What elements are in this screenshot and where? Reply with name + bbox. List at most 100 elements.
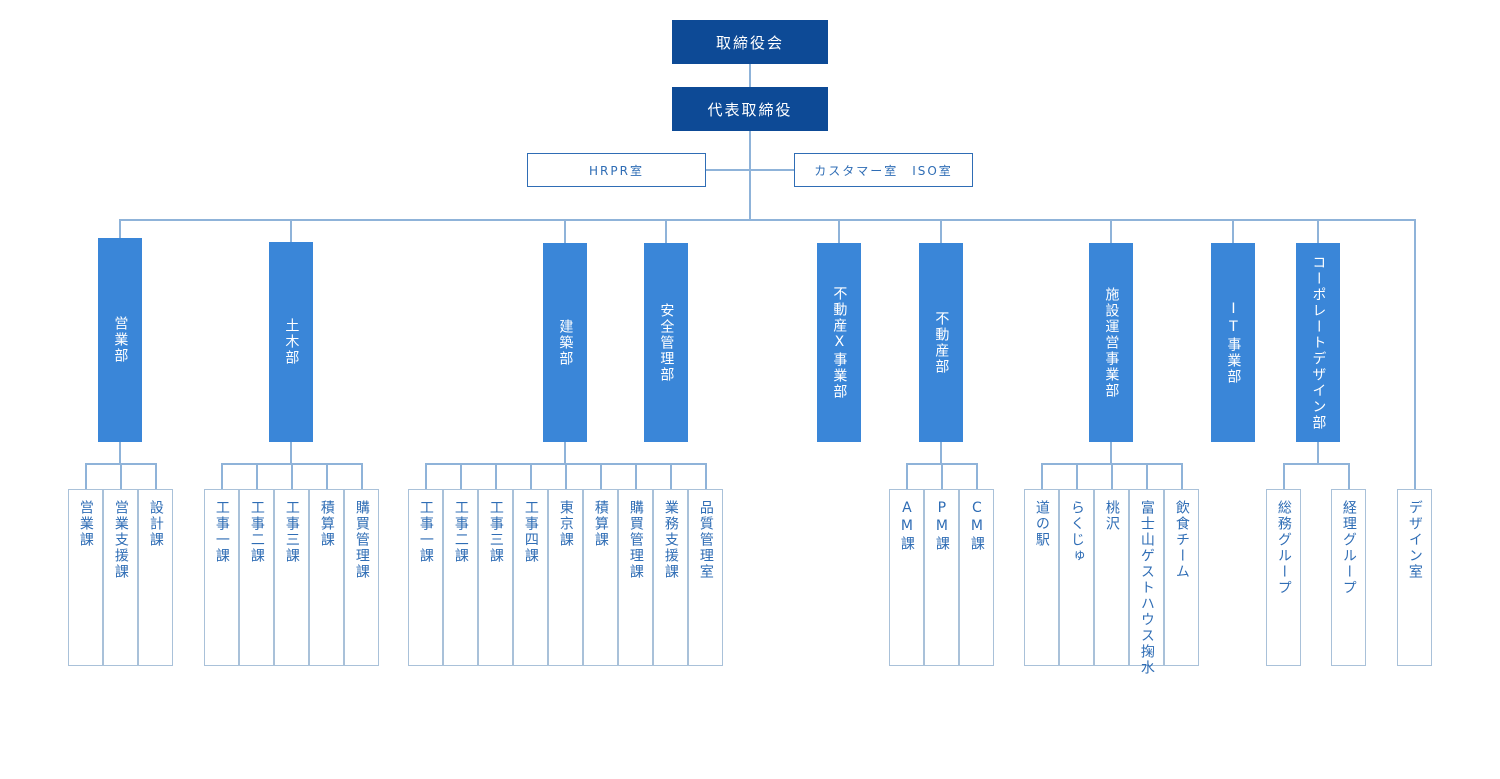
section-box: 営業支援課 bbox=[103, 489, 138, 666]
section-box: 東京課 bbox=[548, 489, 583, 666]
department-box: 安全管理部 bbox=[644, 243, 688, 442]
connector-dept bbox=[290, 219, 292, 242]
connector-dept-sections bbox=[940, 442, 942, 463]
board-box: 取締役会 bbox=[672, 20, 828, 64]
section-box: PM課 bbox=[924, 489, 959, 666]
label: 桃沢 bbox=[1103, 500, 1120, 532]
section-box: 工事二課 bbox=[239, 489, 274, 666]
department-box: IT事業部 bbox=[1211, 243, 1255, 442]
label: 富士山ゲストハウス掬水 bbox=[1138, 500, 1155, 676]
label: 工事一課 bbox=[213, 500, 230, 564]
label: CM課 bbox=[968, 500, 985, 552]
label: 経理グループ bbox=[1340, 500, 1357, 596]
connector-staff bbox=[706, 169, 794, 171]
section-box: 工事四課 bbox=[513, 489, 548, 666]
connector-section bbox=[940, 463, 943, 489]
label: 安全管理部 bbox=[658, 302, 675, 383]
label: IT事業部 bbox=[1225, 300, 1242, 385]
connector-dept bbox=[119, 219, 121, 238]
label: 工事四課 bbox=[522, 500, 539, 564]
connector-section bbox=[1282, 463, 1285, 489]
connector-dept bbox=[665, 219, 667, 243]
department-box: 不動産部 bbox=[919, 243, 963, 442]
section-box: 業務支援課 bbox=[653, 489, 688, 666]
label: 工事三課 bbox=[283, 500, 300, 564]
label: 工事三課 bbox=[487, 500, 504, 564]
connector-dept-sections bbox=[564, 442, 566, 463]
connector-board-president bbox=[749, 64, 751, 87]
label: 飲食チーム bbox=[1173, 500, 1190, 580]
connector-dept bbox=[1110, 219, 1112, 243]
connector-section bbox=[704, 463, 707, 489]
staff-box-customer-iso: カスタマー室 ISO室 bbox=[794, 153, 973, 187]
department-box: 営業部 bbox=[98, 238, 142, 442]
section-box: 積算課 bbox=[309, 489, 344, 666]
label: 工事二課 bbox=[248, 500, 265, 564]
connector-section bbox=[84, 463, 87, 489]
section-box: 道の駅 bbox=[1024, 489, 1059, 666]
section-box: 設計課 bbox=[138, 489, 173, 666]
connector-section bbox=[325, 463, 328, 489]
section-box: 飲食チーム bbox=[1164, 489, 1199, 666]
connector-dept-sections bbox=[1317, 442, 1319, 463]
connector-dept bbox=[940, 219, 942, 243]
connector-horizontal-bus bbox=[120, 219, 1416, 221]
connector-section bbox=[1180, 463, 1183, 489]
connector-section bbox=[1110, 463, 1113, 489]
connector-section bbox=[290, 463, 293, 489]
section-label: デザイン室 bbox=[1406, 500, 1423, 580]
connector-president-trunk bbox=[749, 131, 751, 219]
connector-section bbox=[459, 463, 462, 489]
label: 不動産X事業部 bbox=[831, 285, 848, 400]
section-box: 総務グループ bbox=[1266, 489, 1301, 666]
department-box: 土木部 bbox=[269, 242, 313, 442]
label: 購買管理課 bbox=[627, 500, 644, 580]
section-box: 購買管理課 bbox=[618, 489, 653, 666]
label: 営業課 bbox=[77, 500, 94, 548]
connector-section bbox=[564, 463, 567, 489]
department-box: 建築部 bbox=[543, 243, 587, 442]
label: 東京課 bbox=[557, 500, 574, 548]
connector-dept-sections bbox=[1110, 442, 1112, 463]
department-box: 不動産X事業部 bbox=[817, 243, 861, 442]
connector-dept-sections bbox=[119, 442, 121, 463]
label: 積算課 bbox=[592, 500, 609, 548]
label: PM課 bbox=[933, 500, 950, 552]
section-box: 工事三課 bbox=[478, 489, 513, 666]
label: 購買管理課 bbox=[353, 500, 370, 580]
connector-section bbox=[1145, 463, 1148, 489]
connector-section bbox=[1040, 463, 1043, 489]
label: 建築部 bbox=[557, 318, 574, 367]
label: 工事二課 bbox=[452, 500, 469, 564]
connector-section bbox=[1075, 463, 1078, 489]
president-box: 代表取締役 bbox=[672, 87, 828, 131]
department-box: コーポレートデザイン部 bbox=[1296, 243, 1340, 442]
connector-dept-sections bbox=[290, 442, 292, 463]
connector-section bbox=[905, 463, 908, 489]
label: 設計課 bbox=[147, 500, 164, 548]
connector-dept bbox=[838, 219, 840, 243]
connector-section bbox=[360, 463, 363, 489]
section-box: 経理グループ bbox=[1331, 489, 1366, 666]
connector-section bbox=[119, 463, 122, 489]
label: AM課 bbox=[898, 500, 915, 552]
connector-section bbox=[220, 463, 223, 489]
label: 業務支援課 bbox=[662, 500, 679, 580]
label: 不動産部 bbox=[933, 310, 950, 375]
connector-dept bbox=[1317, 219, 1319, 243]
connector-section bbox=[599, 463, 602, 489]
connector-section bbox=[975, 463, 978, 489]
section-box: らくじゅ bbox=[1059, 489, 1094, 666]
section-box: 購買管理課 bbox=[344, 489, 379, 666]
label: 積算課 bbox=[318, 500, 335, 548]
section-box: 富士山ゲストハウス掬水 bbox=[1129, 489, 1164, 676]
label: 道の駅 bbox=[1033, 500, 1050, 548]
section-box: 桃沢 bbox=[1094, 489, 1129, 666]
connector-section bbox=[529, 463, 532, 489]
label: らくじゅ bbox=[1068, 500, 1085, 564]
connector-design-room bbox=[1414, 219, 1416, 489]
section-design-room: デザイン室 bbox=[1397, 489, 1432, 666]
connector-section bbox=[494, 463, 497, 489]
label: 土木部 bbox=[283, 318, 300, 366]
